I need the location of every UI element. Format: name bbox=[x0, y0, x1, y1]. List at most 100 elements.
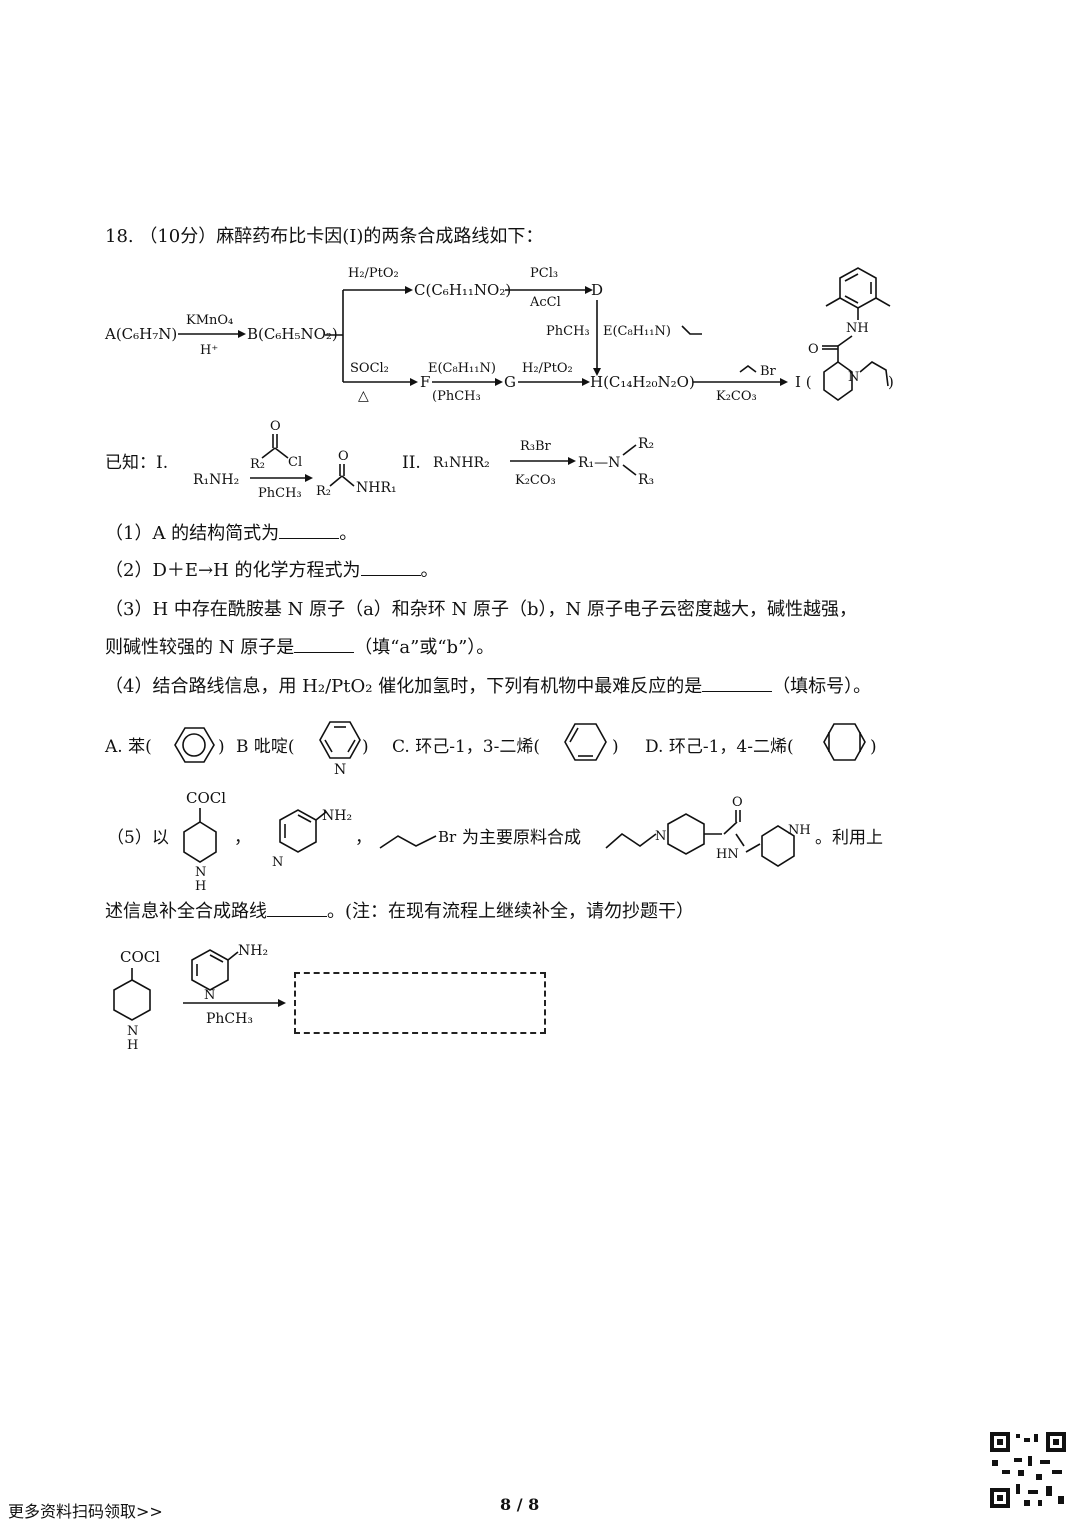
svg-text:Br: Br bbox=[438, 828, 457, 846]
option-c: C. 环己-1，3-二烯( bbox=[392, 737, 540, 757]
compound-h: H(C₁₄H₂₀N₂O) bbox=[590, 373, 695, 391]
svg-text:HN: HN bbox=[716, 847, 739, 862]
answer-blank-5[interactable] bbox=[267, 900, 327, 917]
compound-c: C(C₆H₁₁NO₂) bbox=[414, 281, 511, 299]
r1nh2: R₁NH₂ bbox=[193, 472, 239, 488]
reagent-phch3-side: PhCH₃ bbox=[546, 324, 590, 339]
svg-text:NHR₁: NHR₁ bbox=[356, 480, 397, 496]
compound-a: A(C₆H₇N) bbox=[104, 325, 177, 343]
svg-text:K₂CO₃: K₂CO₃ bbox=[515, 473, 556, 488]
answer-box[interactable] bbox=[294, 972, 546, 1034]
sub-question-5: （5）以 COCl N H ， NH₂ N ， Br 为主要原料合成 N O H… bbox=[107, 789, 883, 894]
reagent-e-side: E(C₈H₁₁N) bbox=[603, 324, 671, 339]
reagent-accl: AcCl bbox=[529, 295, 561, 310]
sub-question-3-line1: （3）H 中存在酰胺基 N 原子（a）和杂环 N 原子（b），N 原子电子云密度… bbox=[105, 599, 857, 620]
question-header: 18. （10分）麻醉药布比卡因(I)的两条合成路线如下： bbox=[105, 226, 544, 247]
svg-text:。利用上: 。利用上 bbox=[815, 828, 883, 848]
aminopyridine-icon bbox=[279, 809, 317, 853]
compound-d: D bbox=[591, 281, 603, 299]
svg-text:R₃Br: R₃Br bbox=[520, 439, 552, 454]
reagent-delta: △ bbox=[358, 388, 369, 404]
sub-question-2: （2）D＋E→H 的化学方程式为。 bbox=[105, 559, 439, 581]
reagent-phch3-bottom: (PhCH₃ bbox=[432, 389, 481, 404]
reagent-socl2: SOCl₂ bbox=[350, 361, 389, 376]
svg-text:为主要原料合成: 为主要原料合成 bbox=[462, 828, 581, 848]
reagent-k2co3: K₂CO₃ bbox=[716, 389, 757, 404]
propyl-bromide-icon bbox=[379, 835, 437, 849]
compound-f: F bbox=[420, 373, 430, 391]
route-scheme: COCl N H NH₂ N PhCH₃ bbox=[113, 943, 286, 1053]
target-piperidine2-icon bbox=[761, 825, 795, 867]
footer-promo[interactable]: 更多资料扫码领取>> bbox=[8, 1502, 163, 1521]
svg-text:R₂: R₂ bbox=[250, 457, 265, 472]
sub-question-3-line2: 则碱性较强的 N 原子是（填“a”或“b”）。 bbox=[105, 636, 495, 658]
svg-text:Cl: Cl bbox=[288, 455, 302, 470]
answer-blank-2[interactable] bbox=[360, 559, 421, 576]
answer-blank-3[interactable] bbox=[294, 636, 355, 653]
svg-text:NH: NH bbox=[788, 823, 811, 838]
piperidine-icon bbox=[183, 821, 217, 863]
reagent-pcl3: PCl₃ bbox=[530, 266, 558, 281]
compound-b: B(C₆H₅NO₂) bbox=[247, 325, 338, 343]
svg-text:): ) bbox=[362, 737, 369, 757]
qr-code-icon[interactable] bbox=[988, 1430, 1068, 1510]
svg-text:N: N bbox=[127, 1024, 138, 1039]
reagent-h2pto2-top: H₂/PtO₂ bbox=[348, 266, 399, 281]
option-b: B 吡啶( bbox=[236, 737, 295, 757]
page-number: 8 / 8 bbox=[500, 1495, 540, 1514]
svg-text:R₁—N: R₁—N bbox=[578, 455, 620, 471]
svg-text:（5）以: （5）以 bbox=[107, 828, 169, 848]
svg-text:PhCH₃: PhCH₃ bbox=[206, 1011, 253, 1027]
sub-question-1: （1）A 的结构简式为。 bbox=[105, 522, 358, 544]
svg-text:O: O bbox=[270, 419, 281, 434]
svg-text:O: O bbox=[338, 449, 349, 464]
svg-text:H: H bbox=[195, 879, 206, 894]
svg-text:COCl: COCl bbox=[120, 948, 160, 966]
option-d: D. 环己-1，4-二烯( bbox=[645, 737, 794, 757]
svg-text:N: N bbox=[272, 855, 283, 870]
reagent-e-bottom: E(C₈H₁₁N) bbox=[428, 361, 496, 376]
compound-i-close: ) bbox=[888, 373, 894, 391]
reagent-kmno4: KMnO₄ bbox=[186, 313, 233, 328]
svg-text:R₂: R₂ bbox=[638, 436, 654, 452]
reagent-hplus: H⁺ bbox=[200, 343, 218, 358]
structure-i: NH O N ) bbox=[808, 267, 894, 401]
svg-text:): ) bbox=[218, 737, 225, 757]
sub-question-4: （4）结合路线信息，用 H₂/PtO₂ 催化加氢时，下列有机物中最难反应的是（填… bbox=[105, 675, 872, 697]
o-label: O bbox=[808, 342, 819, 357]
option-a: A. 苯( bbox=[104, 737, 152, 757]
svg-text:R₁NHR₂: R₁NHR₂ bbox=[433, 455, 490, 471]
known-label-ii: II. bbox=[402, 453, 421, 473]
svg-text:PhCH₃: PhCH₃ bbox=[258, 486, 302, 501]
svg-text:N: N bbox=[204, 988, 215, 1003]
options-row: A. 苯( ) B 吡啶( N ) C. 环己-1，3-二烯( ) D. 环己-… bbox=[104, 721, 877, 778]
compound-g: G bbox=[504, 373, 516, 391]
svg-text:NH₂: NH₂ bbox=[238, 943, 268, 959]
svg-text:O: O bbox=[732, 795, 743, 810]
cyclohexadiene-13-icon bbox=[564, 723, 607, 761]
svg-text:N: N bbox=[195, 865, 206, 880]
reagent-h2pto2-bottom: H₂/PtO₂ bbox=[522, 361, 573, 376]
svg-text:COCl: COCl bbox=[186, 789, 226, 807]
svg-text:R₃: R₃ bbox=[638, 472, 654, 488]
svg-text:，: ， bbox=[234, 828, 251, 848]
pyridine-icon bbox=[319, 721, 361, 759]
benzene-icon bbox=[174, 727, 215, 763]
nh-label: NH bbox=[846, 321, 869, 336]
svg-text:NH₂: NH₂ bbox=[322, 808, 352, 824]
svg-text:H: H bbox=[127, 1038, 138, 1053]
n-label: N bbox=[848, 370, 859, 385]
answer-blank-4[interactable] bbox=[702, 675, 773, 692]
synthesis-scheme: A(C₆H₇N) KMnO₄ H⁺ B(C₆H₅NO₂) H₂/PtO₂ C(C… bbox=[104, 266, 894, 404]
sub-question-5-line2: 述信息补全合成路线。(注：在现有流程上继续补全，请勿抄题干） bbox=[105, 900, 695, 922]
svg-text:R₂: R₂ bbox=[316, 484, 331, 499]
known-label: 已知：I. bbox=[105, 453, 168, 473]
route-piperidine-icon bbox=[113, 979, 151, 1021]
svg-text:N: N bbox=[655, 829, 666, 844]
known-reactions: 已知：I. R₁NH₂ O R₂ Cl PhCH₃ O R₂ NHR₁ II. … bbox=[105, 419, 654, 501]
route-aminopyridine-icon bbox=[191, 949, 229, 991]
reagent-br: Br bbox=[760, 364, 777, 379]
answer-blank-1[interactable] bbox=[279, 522, 340, 539]
svg-text:N: N bbox=[334, 762, 346, 778]
svg-text:): ) bbox=[870, 737, 877, 757]
